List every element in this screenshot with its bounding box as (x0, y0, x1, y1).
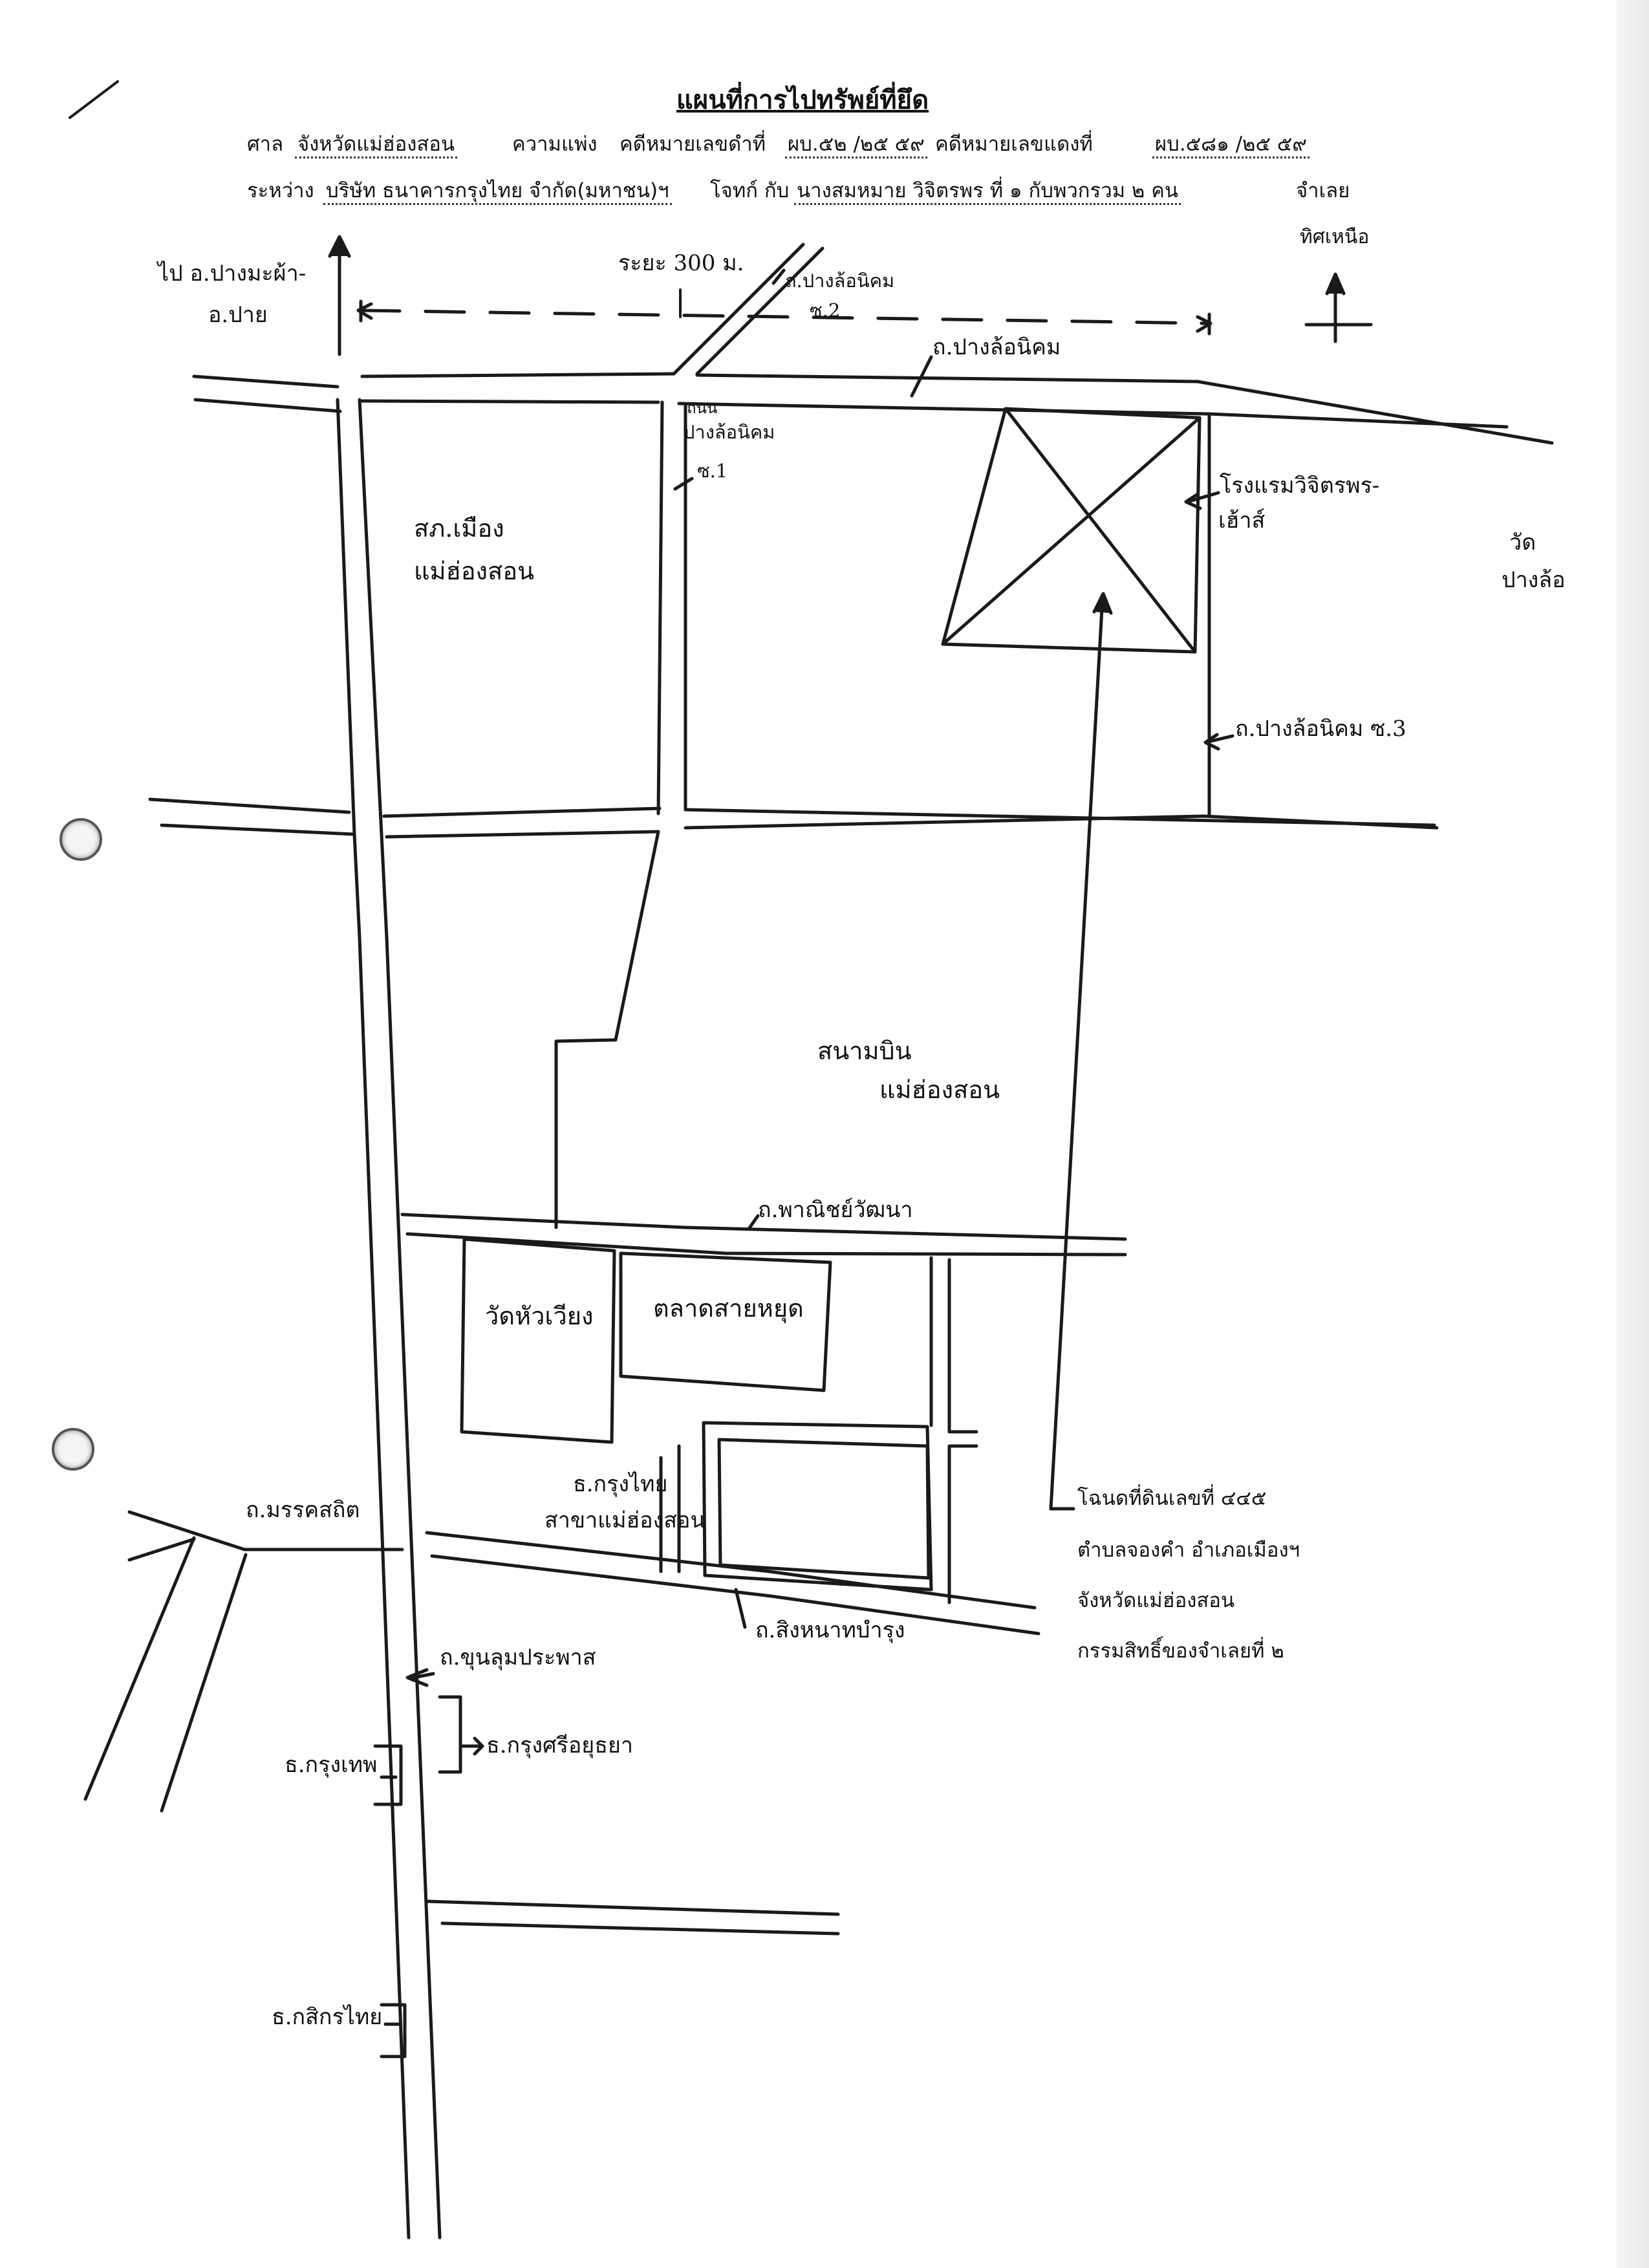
road-singhanat-bottom-edge (430, 1554, 1040, 1636)
label-alley-1-b: ปางล้อนิคม (683, 421, 775, 443)
distance-line (359, 308, 1211, 325)
pointer-alley-1 (673, 477, 694, 491)
road-alley-2 (672, 243, 824, 376)
map-title: แผนที่การไปทรัพย์ที่ยึด (676, 85, 929, 115)
distance-arrow-right (1196, 315, 1212, 333)
pointer-hotel (1184, 491, 1220, 510)
block-edges (929, 1256, 978, 1434)
punch-hole (59, 818, 102, 861)
hotel-plot-cross (941, 407, 1202, 654)
court-label: ศาล (247, 133, 284, 156)
road-lower (425, 1899, 840, 1936)
label-to-district-2: อ.ปาย (208, 302, 268, 328)
pointer-singhanat (734, 1588, 747, 1629)
road-markkha-diagonals (83, 1536, 248, 1813)
label-ktb-1: ธ.กรุงไทย (573, 1471, 668, 1497)
pointer-alley-3 (1203, 733, 1234, 751)
label-alley-1-c: ซ.1 (697, 460, 728, 482)
label-road-panich: ถ.พาณิชย์วัฒนา (758, 1197, 913, 1223)
label-airport-1: สนามบิน (817, 1037, 912, 1065)
ktb-frontage (659, 1444, 681, 1573)
defendant-label: จำเลย (1296, 179, 1350, 202)
ktb-block (702, 1421, 933, 1592)
label-road-singhanat: ถ.สิงหนาทบำรุง (755, 1617, 905, 1643)
label-temple-2: ปางล้อ (1502, 567, 1566, 593)
wat-plot (460, 1237, 616, 1444)
road-middle-bottom-edge (160, 814, 1439, 839)
label-bank-krungsri: ธ.กรุงศรีอยุธยา (486, 1733, 633, 1758)
black-case-label: คดีหมายเลขดำที่ (620, 133, 766, 156)
defendant-value: นางสมหมาย วิจิตรพร ที่ ๑ กับพวกรวม ๒ คน (794, 179, 1181, 205)
compass-head (1325, 272, 1346, 296)
label-to-district: ไป อ.ปางมะผ้า- (158, 261, 307, 286)
label-road-markkhasathit: ถ.มรรคสถิต (246, 1497, 360, 1523)
road-markkha-bottom-left (127, 1537, 196, 1562)
distance-arrow-left (356, 302, 373, 320)
road-khunlum-right-edge (358, 398, 442, 2240)
punch-hole (52, 1428, 94, 1471)
airport-boundary (554, 830, 660, 1229)
ktb-inner (717, 1438, 931, 1580)
road-panich-top-edge (400, 1213, 1127, 1241)
label-bank-krungthep: ธ.กรุงเทพ (285, 1752, 378, 1778)
label-road-pangloh: ถ.ปางล้อนิคม (932, 334, 1061, 360)
road-middle-top-edge (148, 797, 1436, 827)
plaintiff-value: บริษัท ธนาคารกรุงไทย จำกัด(มหาชน)ฯ (323, 179, 672, 205)
label-road-khunlum: ถ.ขุนลุมประพาส (440, 1645, 596, 1670)
pen-mark (69, 80, 119, 119)
label-ktb-2: สาขาแม่ฮ่องสอน (544, 1507, 706, 1533)
label-temple-1: วัด (1509, 530, 1536, 556)
road-markkha-top (127, 1510, 404, 1551)
road-panich-bottom-edge (405, 1232, 1127, 1257)
label-hotel-1: โรงแรมวิจิตรพร- (1220, 473, 1380, 499)
deed-note-line3: จังหวัดแม่ฮ่องสอน (1077, 1589, 1235, 1612)
arrow-head (328, 235, 351, 258)
pointer-road-panich (747, 1214, 760, 1231)
pointer-krungsri (458, 1736, 484, 1756)
road-singhanat-top-edge (425, 1531, 1037, 1610)
label-wat-huawiang: วัดหัวเวียง (485, 1302, 594, 1330)
label-alley-1-a: ถนน (687, 399, 718, 417)
label-market: ตลาดสายหยุด (653, 1294, 804, 1323)
block-edges-2 (947, 1444, 978, 1604)
page-edge-shadow (1617, 0, 1649, 2268)
black-case-value: ผบ.๕๒ /๒๕ ๕๙ (785, 133, 927, 158)
plaintiff-label: โจทก์ กับ (710, 179, 790, 202)
bank-krungsri-box (438, 1695, 462, 1774)
case-type: ความแพ่ง (512, 133, 598, 156)
bank-kasikorn-box (380, 2003, 407, 2058)
road-pangloh-bottom-edge (193, 398, 1509, 429)
label-alley-3: ถ.ปางล้อนิคม ซ.3 (1235, 716, 1406, 742)
red-case-label: คดีหมายเลขแดงที่ (935, 133, 1093, 156)
market-plot (619, 1251, 832, 1392)
label-bank-kasikorn: ธ.กสิกรไทย (272, 2004, 383, 2030)
deed-pointer-line (1049, 596, 1105, 1511)
between-label: ระหว่าง (247, 179, 314, 202)
label-alley-2-b: ซ.2 (810, 299, 841, 321)
road-alley-1-left (656, 400, 664, 815)
label-hotel-2: เฮ้าส์ (1218, 508, 1266, 534)
pointer-road-pangloh (910, 355, 933, 398)
deed-pointer-head (1092, 592, 1113, 615)
red-case-value: ผบ.๕๘๑ /๒๕ ๕๙ (1152, 133, 1310, 158)
pointer-alley-2 (771, 268, 786, 285)
label-airport-2: แม่ฮ่องสอน (879, 1075, 1000, 1104)
label-police-1: สภ.เมือง (414, 514, 504, 543)
label-police-2: แม่ฮ่องสอน (414, 557, 535, 585)
pointer-khunlum (405, 1668, 435, 1687)
deed-note-line2: ตำบลจองคำ อำเภอเมืองฯ (1077, 1539, 1300, 1562)
deed-note-line4: กรรมสิทธิ์ของจำเลยที่ ๒ (1077, 1639, 1284, 1663)
court-value: จังหวัดแม่ฮ่องสอน (295, 133, 458, 158)
deed-note-line1: โฉนดที่ดินเลขที่ ๔๔๕ (1077, 1487, 1267, 1510)
bank-krungthep-box (373, 1744, 403, 1806)
label-distance: ระยะ 300 ม. (618, 250, 744, 276)
label-alley-2-a: ถ.ปางล้อนิคม (785, 270, 895, 292)
road-khunlum-left-edge (336, 398, 411, 2240)
compass-label: ทิศเหนือ (1300, 226, 1370, 248)
